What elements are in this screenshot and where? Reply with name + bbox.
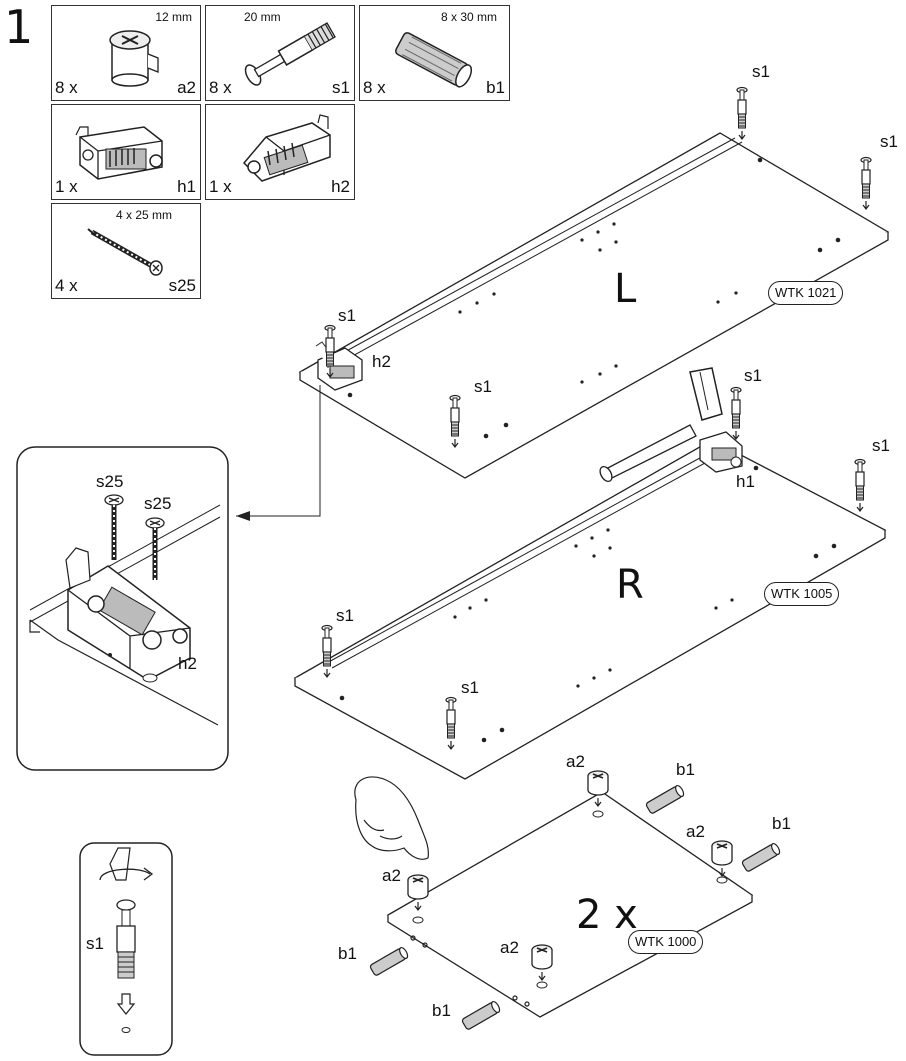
cam-label: a2 xyxy=(566,752,585,771)
bolt-label: s1 xyxy=(744,366,762,385)
bolt-label: s1 xyxy=(880,132,898,151)
part-code: s25 xyxy=(168,276,196,295)
step-number: 1 xyxy=(4,0,34,54)
part-size: 8 x 30 mm xyxy=(440,10,497,24)
cam-lock-icon xyxy=(109,30,159,87)
bolt-label: s1 xyxy=(474,377,492,396)
detail-screw-label: s25 xyxy=(144,494,172,513)
part-box-s1: 20 mm 8 x s1 xyxy=(205,5,355,101)
part-size: 20 mm xyxy=(244,10,281,24)
part-code: s1 xyxy=(332,78,350,97)
bolt-label: s1 xyxy=(461,678,479,697)
part-box-b1: 8 x 30 mm 8 x b1 xyxy=(359,5,510,101)
part-box-s25: 4 x 25 mm 4 x s25 xyxy=(51,203,201,299)
bolt-detail-label: s1 xyxy=(86,934,104,953)
part-code: h1 xyxy=(177,177,196,196)
part-code: a2 xyxy=(177,78,196,97)
hinge-bracket-right-icon xyxy=(75,126,163,180)
part-box-h2: 1 x h2 xyxy=(205,104,355,200)
shelf-quantity: 2 x xyxy=(576,892,638,938)
part-qty: 8 x xyxy=(55,78,78,97)
wooden-dowel-icon xyxy=(395,32,473,88)
panel-letter-right: R xyxy=(616,562,644,608)
detail-leader-line xyxy=(236,385,321,517)
screw-icon xyxy=(87,228,163,276)
side-panel-left xyxy=(298,86,890,479)
part-code: h2 xyxy=(331,177,350,196)
shelf-panel xyxy=(354,770,782,1031)
part-qty: 8 x xyxy=(363,78,386,97)
cam-label: a2 xyxy=(382,866,401,885)
part-qty: 8 x xyxy=(209,78,232,97)
panel-code-badge: WTK 1021 xyxy=(768,281,844,305)
bolt-label: s1 xyxy=(338,306,356,325)
bolt-label: s1 xyxy=(752,62,770,81)
panel-code-badge: WTK 1005 xyxy=(764,582,840,606)
part-size: 12 mm xyxy=(155,10,192,24)
bolt-detail-inset xyxy=(79,842,173,1056)
dowel-label: b1 xyxy=(676,760,695,779)
connecting-bolt-icon xyxy=(244,22,336,86)
panel-code-badge: WTK 1000 xyxy=(628,930,704,954)
dowel-label: b1 xyxy=(338,944,357,963)
hammer-icon xyxy=(599,367,723,483)
hinge-label: h1 xyxy=(736,472,755,491)
cam-label: a2 xyxy=(686,822,705,841)
dowel-label: b1 xyxy=(432,1001,451,1020)
detail-hinge-label: h2 xyxy=(178,654,197,673)
hand-icon xyxy=(354,776,429,860)
part-qty: 1 x xyxy=(55,177,78,196)
cam-label: a2 xyxy=(500,938,519,957)
part-qty: 4 x xyxy=(55,276,78,295)
dowel-label: b1 xyxy=(772,814,791,833)
bolt-label: s1 xyxy=(872,436,890,455)
detail-screw-label: s25 xyxy=(96,472,124,491)
part-box-a2: 12 mm 8 x a2 xyxy=(51,5,201,101)
hinge-bracket-left-icon xyxy=(242,114,331,182)
bolt-label: s1 xyxy=(336,606,354,625)
part-size: 4 x 25 mm xyxy=(116,208,173,222)
part-code: b1 xyxy=(486,78,505,97)
part-box-h1: 1 x h1 xyxy=(51,104,201,200)
panel-letter-left: L xyxy=(614,266,637,312)
hinge-label: h2 xyxy=(372,352,391,371)
hinge-detail-inset xyxy=(16,446,229,771)
part-qty: 1 x xyxy=(209,177,232,196)
side-panel-right xyxy=(293,367,887,780)
